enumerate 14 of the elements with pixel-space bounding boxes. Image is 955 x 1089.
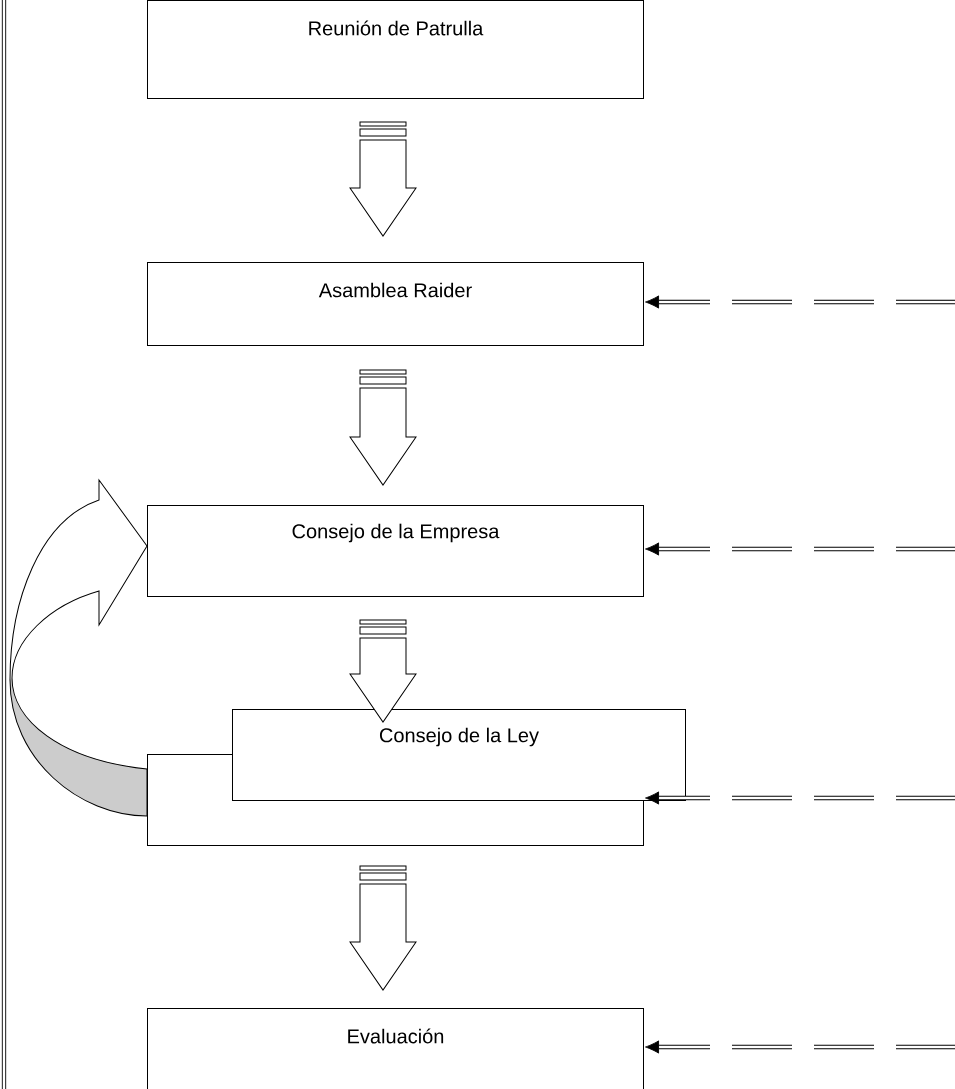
process-box: Consejo de la Ley: [232, 709, 686, 801]
process-box: Evaluación: [147, 1008, 644, 1089]
arrow: [645, 542, 955, 556]
process-box: Asamblea Raider: [147, 262, 644, 346]
arrow: [645, 295, 955, 309]
block-arrow: [349, 121, 417, 237]
block-arrow: [349, 619, 417, 723]
arrow: [645, 1040, 955, 1054]
process-box: Reunión de Patrulla: [147, 0, 644, 99]
process-box: Consejo de la Empresa: [147, 505, 644, 597]
block-arrow: [349, 369, 417, 486]
arrow: [645, 791, 955, 805]
curved-arrow: [9, 479, 148, 817]
block-arrow: [349, 865, 417, 991]
